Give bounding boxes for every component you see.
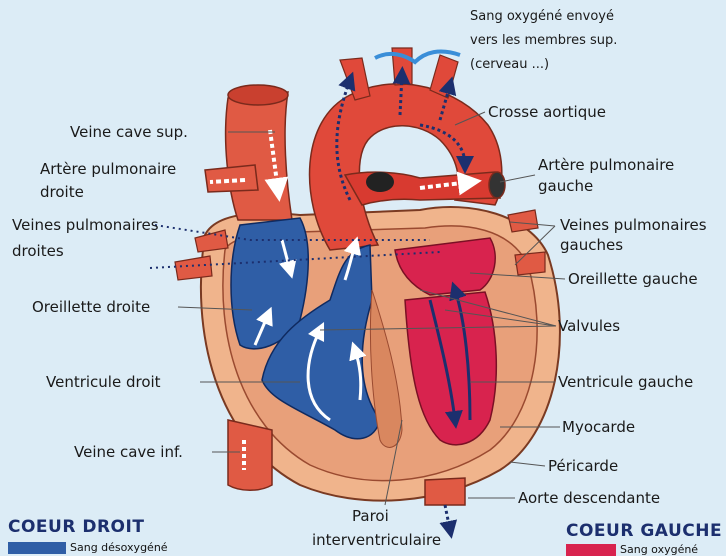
superior-vena-cava-shape (226, 92, 292, 220)
inferior-vena-cava-shape (228, 420, 272, 490)
label-paroi-2: interventriculaire (312, 531, 441, 550)
legend-sang-desoxygene: Sang désoxygéné (70, 542, 168, 554)
label-ventricule-gauche: Ventricule gauche (558, 373, 693, 392)
footer-coeur-gauche: COEUR GAUCHE (566, 521, 722, 541)
label-veines-pulmonaires-gauches-2: gauches (560, 236, 623, 255)
label-veines-pulmonaires-droites-1: Veines pulmonaires (12, 216, 159, 235)
legend-swatch-desoxygene (8, 542, 66, 554)
label-artere-pulmonaire-droite-2: droite (40, 183, 84, 202)
label-artere-pulmonaire-gauche-2: gauche (538, 177, 593, 196)
right-pulmonary-artery-shape (205, 165, 258, 192)
label-oreillette-droite: Oreillette droite (32, 298, 150, 317)
label-cerveau: (cerveau ...) (470, 56, 549, 74)
legend-sang-oxygene: Sang oxygéné (620, 544, 698, 556)
label-vers-membres-sup: vers les membres sup. (470, 32, 617, 50)
label-veine-cave-sup: Veine cave sup. (70, 123, 188, 142)
legend-swatch-oxygene (566, 544, 616, 556)
label-myocarde: Myocarde (562, 418, 635, 437)
label-artere-pulmonaire-droite-1: Artère pulmonaire (40, 160, 176, 179)
label-sang-oxygene-envoye: Sang oxygéné envoyé (470, 8, 614, 26)
label-pericarde: Péricarde (548, 457, 618, 476)
footer-coeur-droit: COEUR DROIT (8, 517, 144, 537)
label-crosse-aortique: Crosse aortique (488, 103, 606, 122)
label-veines-pulmonaires-gauches-1: Veines pulmonaires (560, 216, 707, 235)
label-ventricule-droit: Ventricule droit (46, 373, 161, 392)
label-artere-pulmonaire-gauche-1: Artère pulmonaire (538, 156, 674, 175)
label-valvules: Valvules (558, 317, 620, 336)
label-aorte-descendante: Aorte descendante (518, 489, 660, 508)
descending-aorta-shape (425, 478, 465, 505)
label-paroi-1: Paroi (352, 507, 389, 526)
label-oreillette-gauche: Oreillette gauche (568, 270, 698, 289)
label-veine-cave-inf: Veine cave inf. (74, 443, 183, 462)
label-veines-pulmonaires-droites-2: droites (12, 242, 64, 261)
